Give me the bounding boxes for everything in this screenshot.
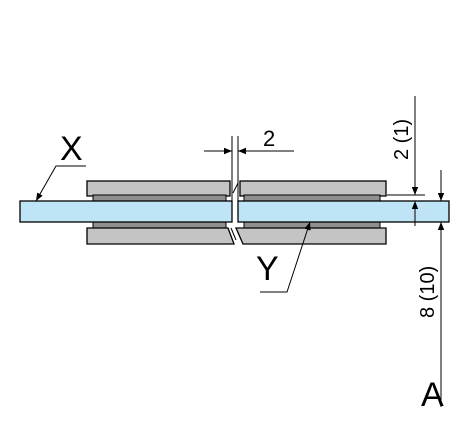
- label-gap: 2: [263, 126, 275, 151]
- glass-pane-right: [237, 200, 450, 223]
- label-y: Y: [256, 250, 279, 288]
- upper-frame-left: [86, 180, 231, 202]
- lower-frame-left: [86, 221, 235, 245]
- leader-y: [260, 221, 311, 293]
- label-x: X: [60, 130, 83, 168]
- upper-frame-right: [239, 180, 387, 202]
- glass-pane-left: [19, 200, 233, 223]
- lower-frame-right: [235, 221, 387, 245]
- label-thickness: 8 (10): [417, 266, 439, 318]
- leader-x: [35, 165, 86, 202]
- joint-gap: [230, 136, 239, 241]
- label-offset: 2 (1): [391, 119, 413, 160]
- label-view: A: [421, 376, 444, 414]
- thickness-dimension: [433, 170, 449, 407]
